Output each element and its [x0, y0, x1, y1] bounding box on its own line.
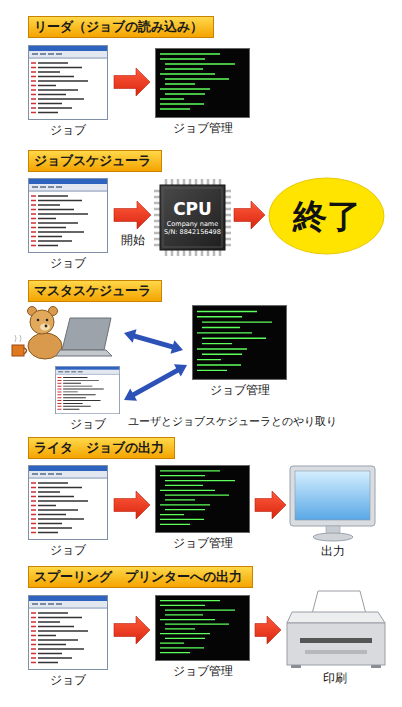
- job-document-picture: [55, 366, 119, 413]
- caption-note: ユーザとジョブスケジューラとのやり取り: [128, 414, 337, 429]
- oval-fill: [269, 178, 384, 254]
- job-document: ジョブ: [28, 45, 108, 138]
- flow-arrow: [114, 616, 150, 644]
- job-document: ジョブ: [28, 595, 108, 688]
- picture-label: ジョブ: [28, 543, 108, 558]
- terminal-picture: [156, 595, 250, 660]
- node-text: 終了: [293, 196, 361, 236]
- picture-label: ジョブ管理: [155, 536, 250, 551]
- heading-text: リーダ（ジョブの読み込み）: [34, 18, 203, 36]
- cpu-chip: CPUCompany nameS/N: 8842156498: [160, 185, 225, 250]
- flow-arrow: [114, 201, 151, 229]
- terminal-picture: [156, 465, 250, 532]
- node-text: CPU: [173, 199, 212, 220]
- picture-label: 印刷: [285, 671, 385, 686]
- node-text: S/N: 8842156498: [164, 228, 221, 236]
- flow-arrow: [255, 616, 281, 644]
- printer: 印刷: [285, 590, 385, 686]
- picture-label: ジョブ: [28, 256, 108, 271]
- picture-label: ジョブ管理: [155, 121, 250, 136]
- monitor-picture: [290, 466, 375, 541]
- display-monitor: 出力: [290, 466, 375, 559]
- job-document-picture: [29, 466, 108, 540]
- job-document: ジョブ: [28, 465, 108, 558]
- section-heading: ライタ ジョブの出力: [28, 437, 175, 459]
- section-heading: マスタスケジューラ: [28, 280, 162, 302]
- end-oval: 終了: [268, 177, 385, 255]
- job-document-picture: [29, 179, 108, 253]
- picture-label: ジョブ管理: [155, 664, 250, 679]
- job-document: ジョブ: [28, 178, 108, 271]
- job-management-screen: ジョブ管理: [155, 465, 250, 551]
- terminal-picture: [193, 306, 287, 380]
- job-document-picture: [29, 46, 108, 120]
- section-heading: リーダ（ジョブの読み込み）: [28, 16, 214, 38]
- user-bear-picture: [12, 307, 112, 360]
- picture-label: 出力: [290, 544, 375, 559]
- cpu-chip-picture: [154, 179, 231, 256]
- heading-text: マスタスケジューラ: [34, 282, 151, 300]
- heading-text: ライタ ジョブの出力: [34, 439, 164, 457]
- edge-label: 開始: [121, 233, 145, 248]
- job-document-picture: [29, 596, 108, 670]
- flow-arrow: [114, 68, 150, 96]
- terminal-picture: [156, 49, 250, 118]
- section-heading: スプーリング プリンターへの出力: [28, 566, 253, 588]
- flow-arrow: [234, 201, 265, 229]
- picture-label: ジョブ: [28, 673, 108, 688]
- printer-picture: [287, 591, 385, 668]
- picture-label: ジョブ: [55, 417, 120, 432]
- job-management-screen: ジョブ管理: [155, 48, 250, 136]
- flow-arrow: [114, 491, 150, 519]
- flow-arrow: [255, 491, 286, 519]
- exchange-arrow: [124, 329, 183, 353]
- exchange-arrow: [124, 364, 187, 401]
- job-document: ジョブ: [55, 366, 120, 432]
- job-management-screen: ジョブ管理: [192, 305, 287, 398]
- heading-text: ジョブスケジューラ: [34, 152, 151, 170]
- heading-text: スプーリング プリンターへの出力: [34, 568, 242, 586]
- picture-label: ジョブ: [28, 123, 108, 138]
- picture-label: ジョブ管理: [192, 383, 287, 398]
- job-management-screen: ジョブ管理: [155, 595, 250, 679]
- node-text: Company name: [167, 220, 218, 228]
- section-heading: ジョブスケジューラ: [28, 150, 162, 172]
